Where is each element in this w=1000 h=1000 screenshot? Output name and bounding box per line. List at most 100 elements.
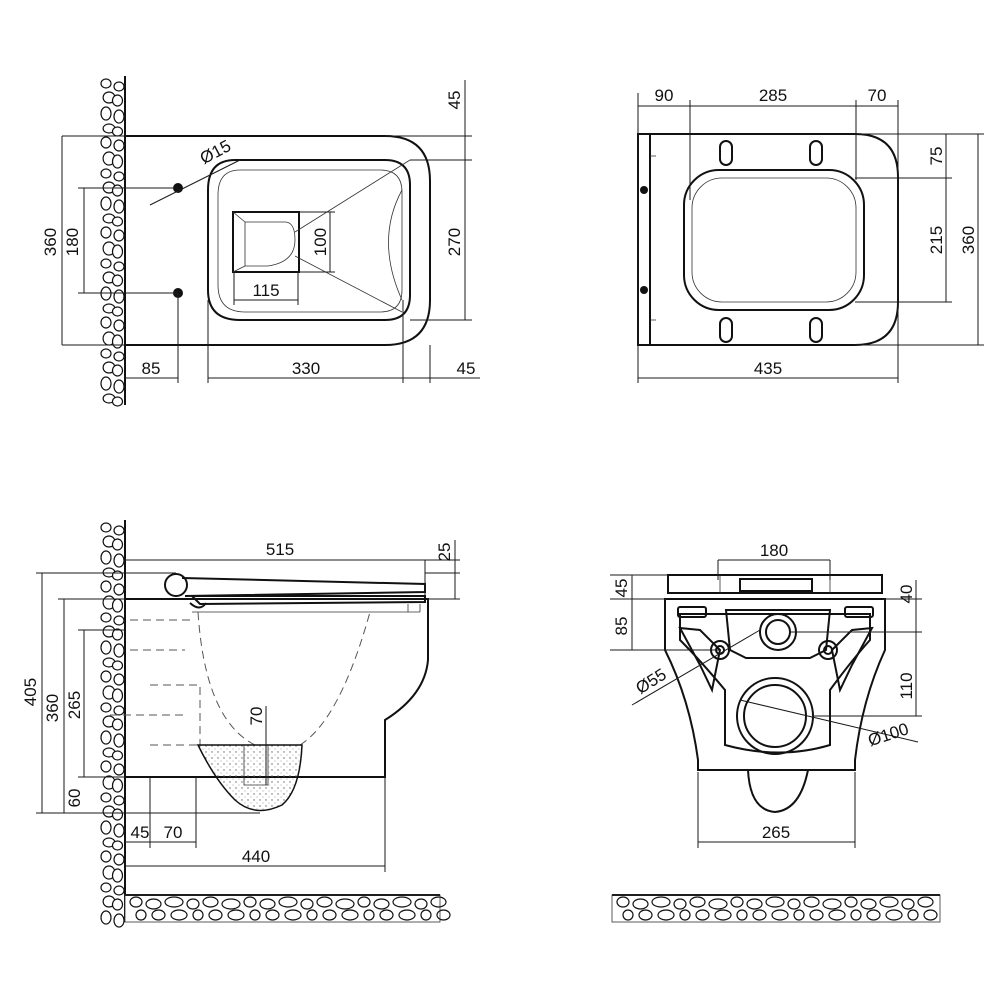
dim-outlet-height: 100 bbox=[311, 228, 330, 256]
dim-seat-left-offset: 90 bbox=[655, 86, 674, 105]
floor-stone bbox=[850, 909, 862, 921]
floor-stone bbox=[822, 898, 842, 910]
floor-stone bbox=[793, 909, 805, 921]
floor-stone bbox=[186, 898, 200, 910]
wall-stone bbox=[113, 823, 125, 838]
wall-stone bbox=[100, 640, 112, 655]
floor-stone bbox=[689, 896, 706, 908]
floor-stone bbox=[657, 909, 675, 921]
bolt-hole-right bbox=[818, 640, 838, 660]
floor-stone bbox=[844, 896, 858, 908]
dim-outlet-70: 70 bbox=[247, 707, 266, 726]
dim-bottom-60: 60 bbox=[65, 789, 84, 808]
wall-stone bbox=[111, 898, 124, 911]
floor-stone bbox=[316, 896, 333, 908]
wall-stone bbox=[113, 351, 125, 362]
seat-opening-inner bbox=[691, 177, 857, 303]
wall-stone bbox=[100, 376, 112, 391]
wall-stone bbox=[111, 244, 124, 259]
floor-stone bbox=[708, 898, 728, 910]
wall-stone bbox=[113, 643, 125, 658]
floor-stone bbox=[771, 909, 789, 921]
wall-stone bbox=[113, 913, 125, 928]
wall-stone bbox=[100, 348, 112, 359]
floor-stone bbox=[227, 909, 245, 921]
wall-stone bbox=[111, 750, 124, 761]
water-inlet-inner bbox=[765, 619, 791, 645]
wall-stone bbox=[100, 580, 112, 593]
dim-rear-bolt-width: 180 bbox=[760, 541, 788, 560]
floor-stone bbox=[638, 909, 653, 921]
floor-stone bbox=[746, 898, 763, 910]
floor-stone bbox=[651, 896, 671, 908]
dim-bolt-spacing: 180 bbox=[63, 228, 82, 256]
wall-stone bbox=[111, 364, 124, 377]
floor-stone bbox=[306, 909, 318, 921]
wall-stone bbox=[113, 81, 125, 92]
wall-stone bbox=[113, 525, 125, 536]
trap-outlet bbox=[243, 745, 269, 786]
floor-stone bbox=[860, 898, 877, 910]
floor-stone bbox=[923, 909, 938, 921]
wall-stone bbox=[113, 673, 125, 686]
dim-offset-45: 45 bbox=[131, 823, 150, 842]
hinge-dot bbox=[640, 286, 648, 294]
seat-ring bbox=[189, 595, 426, 606]
floor-stone bbox=[714, 909, 732, 921]
wall-stone bbox=[113, 853, 125, 866]
floor-stone bbox=[192, 909, 204, 921]
wall-stone bbox=[100, 168, 112, 179]
floor-stone bbox=[373, 898, 390, 910]
bowl-diag-line bbox=[294, 255, 403, 313]
floor-stone bbox=[363, 909, 375, 921]
wall-stone bbox=[113, 553, 125, 568]
dim-seat-total-length: 435 bbox=[754, 359, 782, 378]
wall-stone bbox=[111, 154, 124, 169]
dim-height-265: 265 bbox=[65, 691, 84, 719]
dim-front-lip: 45 bbox=[457, 359, 476, 378]
dim-total-height: 360 bbox=[41, 228, 60, 256]
bolt-hole-right-inner bbox=[823, 645, 833, 655]
floor-stone bbox=[809, 909, 824, 921]
wall-stones-top-left bbox=[100, 76, 126, 407]
floor-stone bbox=[170, 909, 188, 921]
floor-stone bbox=[259, 898, 276, 910]
wall-stone bbox=[113, 795, 125, 806]
floor-stone bbox=[202, 896, 219, 908]
floor-stone bbox=[907, 909, 919, 921]
dim-top-depth: 45 bbox=[445, 91, 464, 110]
floor-stone bbox=[901, 898, 915, 910]
wall-stone bbox=[111, 598, 124, 613]
wall-stone bbox=[100, 850, 112, 863]
dim-rear-outlet-dia: Ø100 bbox=[866, 719, 911, 750]
wall-stone bbox=[100, 550, 112, 565]
outlet-trap-shape bbox=[244, 221, 296, 267]
wall-stone bbox=[113, 171, 125, 182]
seat-bumper bbox=[719, 140, 733, 166]
wall-stone bbox=[100, 226, 112, 239]
wall-stone bbox=[100, 792, 112, 803]
wall-stone bbox=[111, 126, 124, 137]
seat-lid bbox=[181, 577, 426, 597]
floor-stone bbox=[265, 909, 280, 921]
wall-stone bbox=[100, 702, 112, 713]
floor-stone bbox=[632, 898, 649, 910]
wall-stone bbox=[100, 106, 112, 121]
dim-height-405: 405 bbox=[21, 678, 40, 706]
floor-stone bbox=[787, 898, 801, 910]
floor-stone bbox=[278, 896, 298, 908]
floor-stone bbox=[164, 896, 184, 908]
wall-stone bbox=[111, 628, 124, 641]
floor-stone bbox=[430, 896, 447, 908]
seat-hinge bbox=[164, 573, 188, 597]
rear-right-arm bbox=[830, 626, 874, 694]
floor-stone bbox=[866, 909, 881, 921]
floor-stone bbox=[398, 909, 416, 921]
floor-stone bbox=[736, 909, 748, 921]
floor-stone bbox=[765, 896, 785, 908]
dim-height-360: 360 bbox=[43, 694, 62, 722]
floor-stone bbox=[221, 898, 241, 910]
dim-seat-total-height: 360 bbox=[959, 226, 978, 254]
floor-stone bbox=[730, 896, 744, 908]
